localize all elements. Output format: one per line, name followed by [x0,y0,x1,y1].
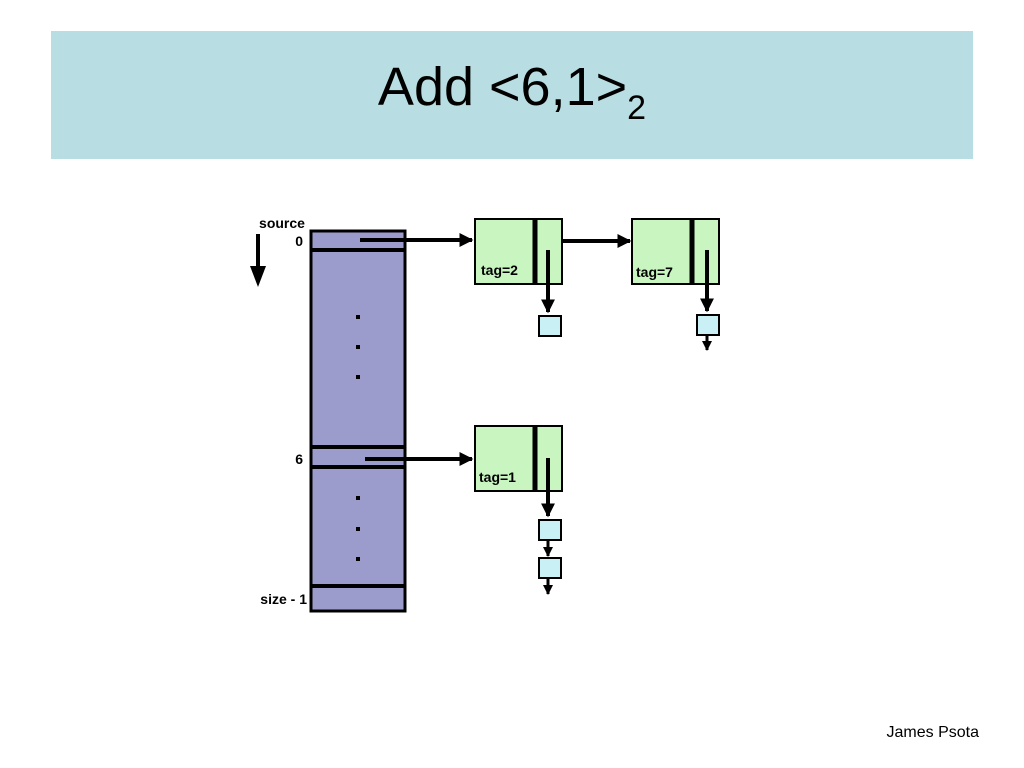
title-banner [51,31,973,159]
source-label: source [259,215,305,231]
list-item-box [538,557,562,579]
title-subscript: 2 [627,89,647,127]
hash-array [309,229,407,613]
row-label-0: 0 [295,233,303,249]
slide-title: Add <6,1>2 [0,57,1024,125]
title-main: Add <6,1> [377,57,628,117]
node-tag-label: tag=2 [481,262,518,278]
ellipsis-upper [356,315,360,379]
list-item-box [538,315,562,337]
row-label-6: 6 [295,451,303,467]
row-label-size-minus-1: size - 1 [260,591,307,607]
node-tag-label: tag=7 [636,264,673,280]
list-item-box [538,519,562,541]
list-item-box [696,314,720,336]
author-footer: James Psota [886,724,979,741]
ellipsis-lower [356,496,360,561]
scan-direction-arrow-icon [250,234,266,287]
node-tag-7: tag=7 [631,218,720,285]
node-tag-label: tag=1 [479,469,516,485]
